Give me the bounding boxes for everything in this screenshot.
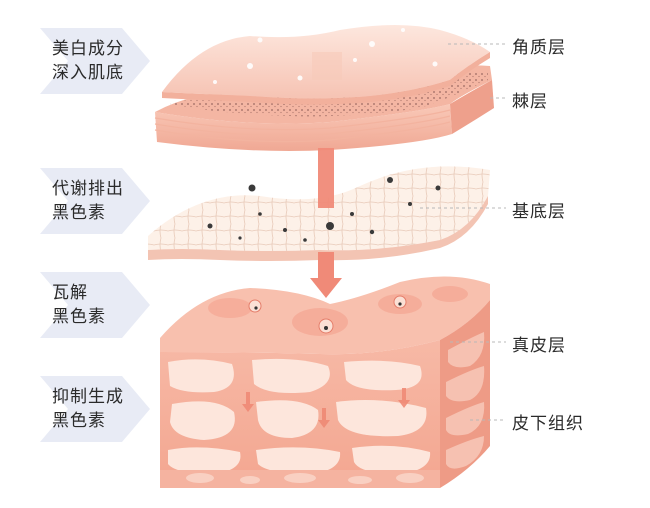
left-label-inhibit: 抑制生成 黑色素 xyxy=(0,376,180,442)
chevron-arrow-icon xyxy=(40,376,150,442)
top-layer-stack xyxy=(154,15,494,151)
left-label-line1: 美白成分 xyxy=(52,39,124,59)
left-label-metabolize: 代谢排出 黑色素 xyxy=(0,168,180,234)
chevron-arrow-icon xyxy=(40,28,150,94)
left-label-line2: 深入肌底 xyxy=(52,63,124,83)
layer-label-basal-layer: 基底层 xyxy=(512,202,566,222)
left-label-break-down: 瓦解 黑色素 xyxy=(0,272,180,338)
melanocytes xyxy=(248,295,407,334)
dermis-cells xyxy=(168,358,431,474)
left-label-line1: 抑制生成 xyxy=(52,387,124,407)
layer-label-stratum-corneum: 角质层 xyxy=(512,38,566,58)
penetration-arrows xyxy=(310,148,342,298)
chevron-arrow-icon xyxy=(40,272,150,338)
layer-label-subcutaneous: 皮下组织 xyxy=(512,414,584,434)
left-label-line2: 黑色素 xyxy=(52,411,106,431)
chevron-arrow-icon xyxy=(40,168,150,234)
left-label-line1: 瓦解 xyxy=(52,283,88,303)
label-leader-lines xyxy=(420,43,506,421)
left-label-penetrate: 美白成分 深入肌底 xyxy=(0,28,180,94)
basal-layer xyxy=(148,160,490,261)
dermis-block xyxy=(160,276,490,488)
left-label-line1: 代谢排出 xyxy=(52,179,124,199)
left-label-line2: 黑色素 xyxy=(52,203,106,223)
layer-label-dermis: 真皮层 xyxy=(512,336,566,356)
layer-label-stratum-spinosum: 棘层 xyxy=(512,92,548,112)
left-label-line2: 黑色素 xyxy=(52,307,106,327)
